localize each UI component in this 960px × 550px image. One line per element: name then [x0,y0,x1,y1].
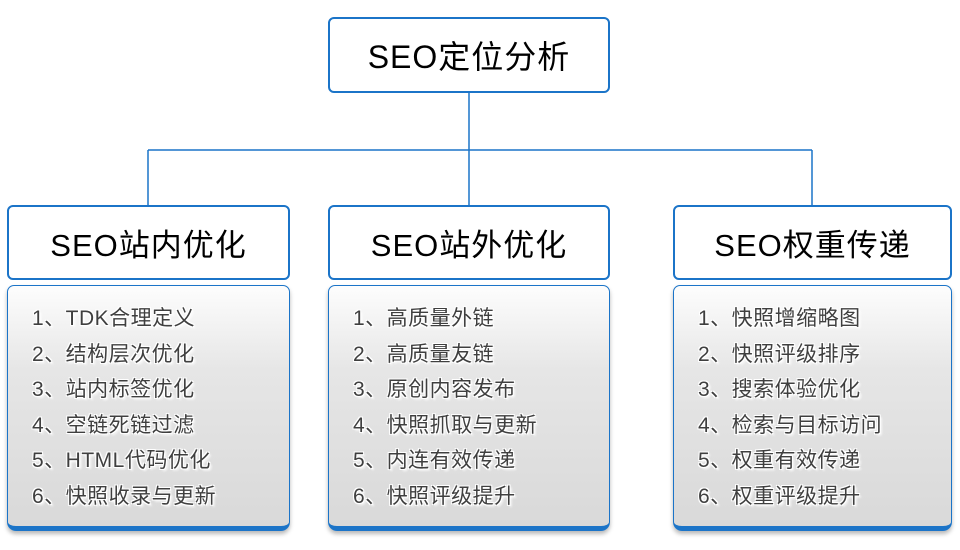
list-item: 5、HTML代码优化 [32,449,211,472]
branch-onsite-optimization: SEO站内优化 1、TDK合理定义 2、结构层次优化 3、站内标签优化 4、空链… [7,205,290,532]
root-node-label: SEO定位分析 [367,39,571,75]
list-item: 1、TDK合理定义 [32,307,196,330]
branch-header: SEO站内优化 [7,205,290,280]
list-item: 4、空链死链过滤 [32,413,195,437]
list-item: 3、搜索体验优化 [698,378,861,401]
list-item: 5、权重有效传递 [698,449,861,472]
branch-header: SEO站外优化 [328,205,610,280]
list-item: 4、检索与目标访问 [698,413,883,437]
list-item: 4、快照抓取与更新 [353,413,538,437]
list-item: 1、高质量外链 [353,307,495,330]
branch-weight-transfer: SEO权重传递 1、快照增缩略图 2、快照评级排序 3、搜索体验优化 4、检索与… [673,205,952,532]
branch-title: SEO权重传递 [714,228,911,263]
list-item: 3、站内标签优化 [32,378,195,401]
root-node: SEO定位分析 [328,17,610,93]
list-item: 1、快照增缩略图 [698,307,861,330]
list-item: 5、内连有效传递 [353,449,516,472]
list-item: 2、高质量友链 [353,342,495,366]
list-item: 2、结构层次优化 [32,342,195,366]
branch-list: 1、快照增缩略图 2、快照评级排序 3、搜索体验优化 4、检索与目标访问 5、权… [673,285,952,531]
branch-list: 1、TDK合理定义 2、结构层次优化 3、站内标签优化 4、空链死链过滤 5、H… [7,285,290,531]
branch-offsite-optimization: SEO站外优化 1、高质量外链 2、高质量友链 3、原创内容发布 4、快照抓取与… [328,205,610,532]
branch-list: 1、高质量外链 2、高质量友链 3、原创内容发布 4、快照抓取与更新 5、内连有… [328,285,610,531]
branch-header: SEO权重传递 [673,205,952,280]
list-item: 6、快照评级提升 [353,484,516,508]
list-item: 6、快照收录与更新 [32,484,217,508]
list-item: 6、权重评级提升 [698,484,861,508]
list-item: 2、快照评级排序 [698,342,861,366]
branch-title: SEO站外优化 [370,228,568,263]
list-item: 3、原创内容发布 [353,378,516,401]
branch-title: SEO站内优化 [50,228,247,263]
